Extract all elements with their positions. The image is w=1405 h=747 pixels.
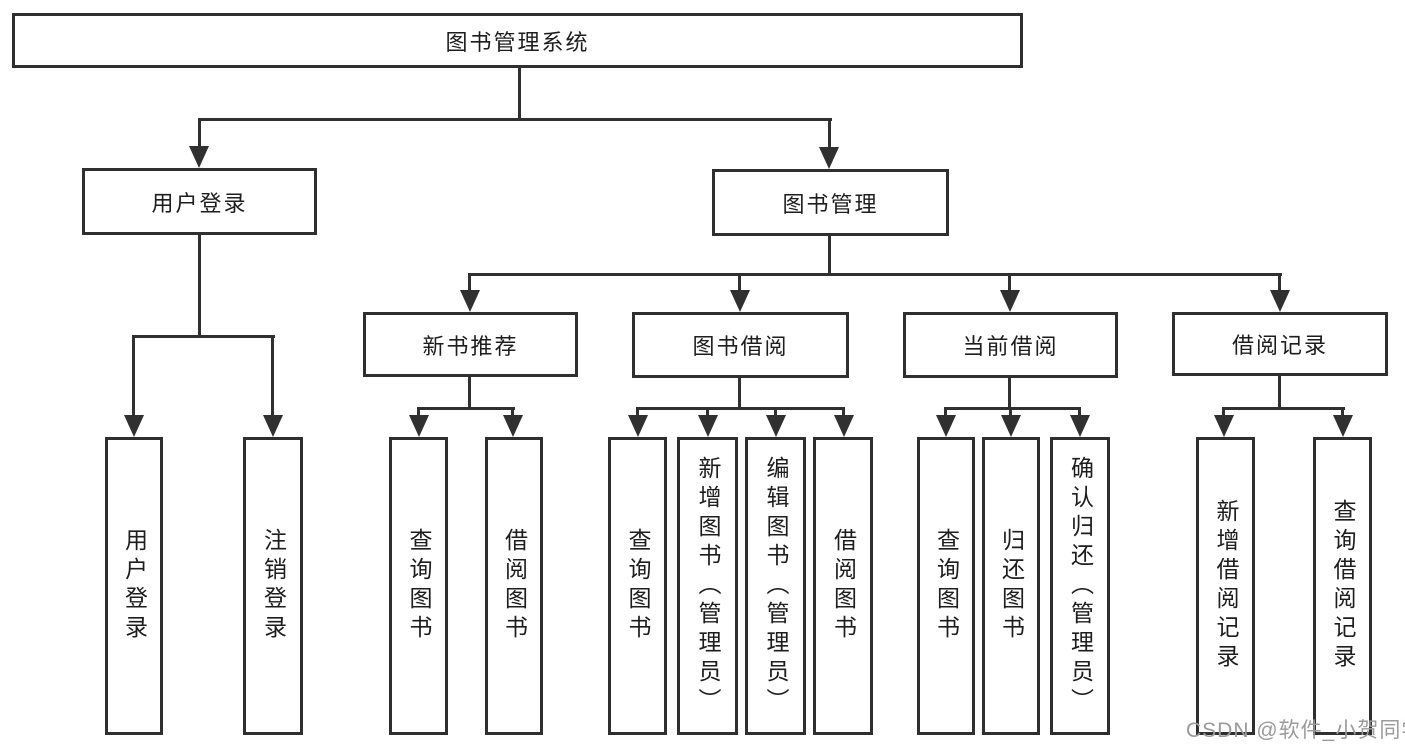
connector-level2-split [198,118,832,121]
leaf-confirm-return-admin: 确认归还（管理员） [1050,437,1110,735]
connector-user-drop [198,235,201,335]
arrow-down-icon [698,415,718,437]
connector-stem [842,407,845,417]
connector-stem [271,335,274,416]
arrow-down-icon [766,415,786,437]
leaf-label: 借阅图书 [830,528,857,644]
connector-stem [198,118,201,147]
connector-user-split [132,335,275,338]
arrow-down-icon [1270,290,1290,312]
arrow-down-icon [503,415,523,437]
connector-stem [1341,407,1344,417]
leaf-label: 归还图书 [998,528,1025,644]
arrow-down-icon [1333,415,1353,437]
connector-drop [468,377,471,407]
arrow-down-icon [460,290,480,312]
connector-split [417,407,515,410]
node-label: 图书管理系统 [445,29,590,55]
arrow-down-icon [834,415,854,437]
connector-root-drop [518,68,521,118]
leaf-borrow-book-recommend: 借阅图书 [485,437,543,735]
node-label: 借阅记录 [1231,333,1328,358]
arrow-down-icon [1000,290,1020,312]
connector-stem [1222,407,1225,417]
leaf-label: 确认归还（管理员） [1067,455,1094,717]
connector-stem [636,407,639,417]
arrow-down-icon [936,415,956,437]
node-label: 图书借阅 [692,334,789,359]
leaf-query-book-current: 查询图书 [917,437,975,735]
connector-stem [738,273,741,291]
leaf-query-borrow-record: 查询借阅记录 [1313,437,1372,735]
arrow-down-icon [730,290,750,312]
connector-split [636,407,845,410]
leaf-label: 借阅图书 [501,528,528,644]
node-book-management: 图书管理 [712,169,949,236]
node-label: 当前借阅 [962,334,1059,359]
connector-stem [468,273,471,291]
arrow-down-icon [1214,415,1234,437]
arrow-down-icon [1001,415,1021,437]
connector-drop [738,378,741,407]
node-user-login: 用户登录 [82,168,317,235]
connector-split [944,407,1081,410]
connector-level3-split [468,273,1282,276]
connector-stem [417,407,420,417]
node-library-management-system: 图书管理系统 [12,13,1023,68]
node-new-book-recommend: 新书推荐 [363,312,578,377]
node-current-borrow: 当前借阅 [903,312,1118,378]
watermark: CSDN @软件_小贺同学 [1186,719,1405,742]
leaf-label: 查询图书 [406,528,432,644]
connector-stem [1008,273,1011,291]
arrow-down-icon [124,415,144,437]
connector-split [1222,407,1345,410]
leaf-label: 新增图书（管理员） [695,455,721,717]
leaf-edit-book-admin: 编辑图书（管理员） [745,437,806,735]
leaf-add-borrow-record: 新增借阅记录 [1196,437,1255,735]
connector-stem [828,118,831,148]
leaf-label: 查询借阅记录 [1330,499,1356,673]
arrow-down-icon [263,415,283,437]
leaf-return-book: 归还图书 [982,437,1040,735]
leaf-label: 编辑图书（管理员） [763,455,789,717]
leaf-borrow-book: 借阅图书 [813,437,873,735]
node-label: 用户登录 [151,190,248,216]
arrow-down-icon [819,147,839,169]
connector-stem [706,407,709,417]
arrow-down-icon [628,415,648,437]
node-label: 新书推荐 [422,333,519,359]
connector-mgmt-drop [828,236,831,273]
leaf-user-login: 用户登录 [105,437,163,735]
leaf-add-book-admin: 新增图书（管理员） [677,437,738,735]
leaf-logout: 注销登录 [243,437,303,735]
connector-drop [1008,378,1011,407]
connector-stem [1009,407,1012,417]
leaf-query-book-recommend: 查询图书 [389,437,448,735]
connector-stem [774,407,777,417]
connector-drop [1278,376,1281,407]
leaf-label: 用户登录 [121,528,148,644]
arrow-down-icon [409,415,429,437]
arrow-down-icon [1070,415,1090,437]
leaf-label: 查询图书 [933,528,960,644]
connector-stem [944,407,947,417]
connector-stem [1278,273,1281,291]
node-label: 图书管理 [782,191,879,217]
arrow-down-icon [189,146,209,168]
leaf-label: 新增借阅记录 [1213,499,1239,673]
node-book-borrow: 图书借阅 [632,312,849,378]
connector-stem [1078,407,1081,417]
connector-stem [511,407,514,417]
connector-stem [132,335,135,416]
leaf-label: 查询图书 [625,528,651,644]
leaf-label: 注销登录 [260,528,287,644]
node-borrow-record: 借阅记录 [1172,312,1388,376]
leaf-query-book-borrow: 查询图书 [608,437,667,735]
